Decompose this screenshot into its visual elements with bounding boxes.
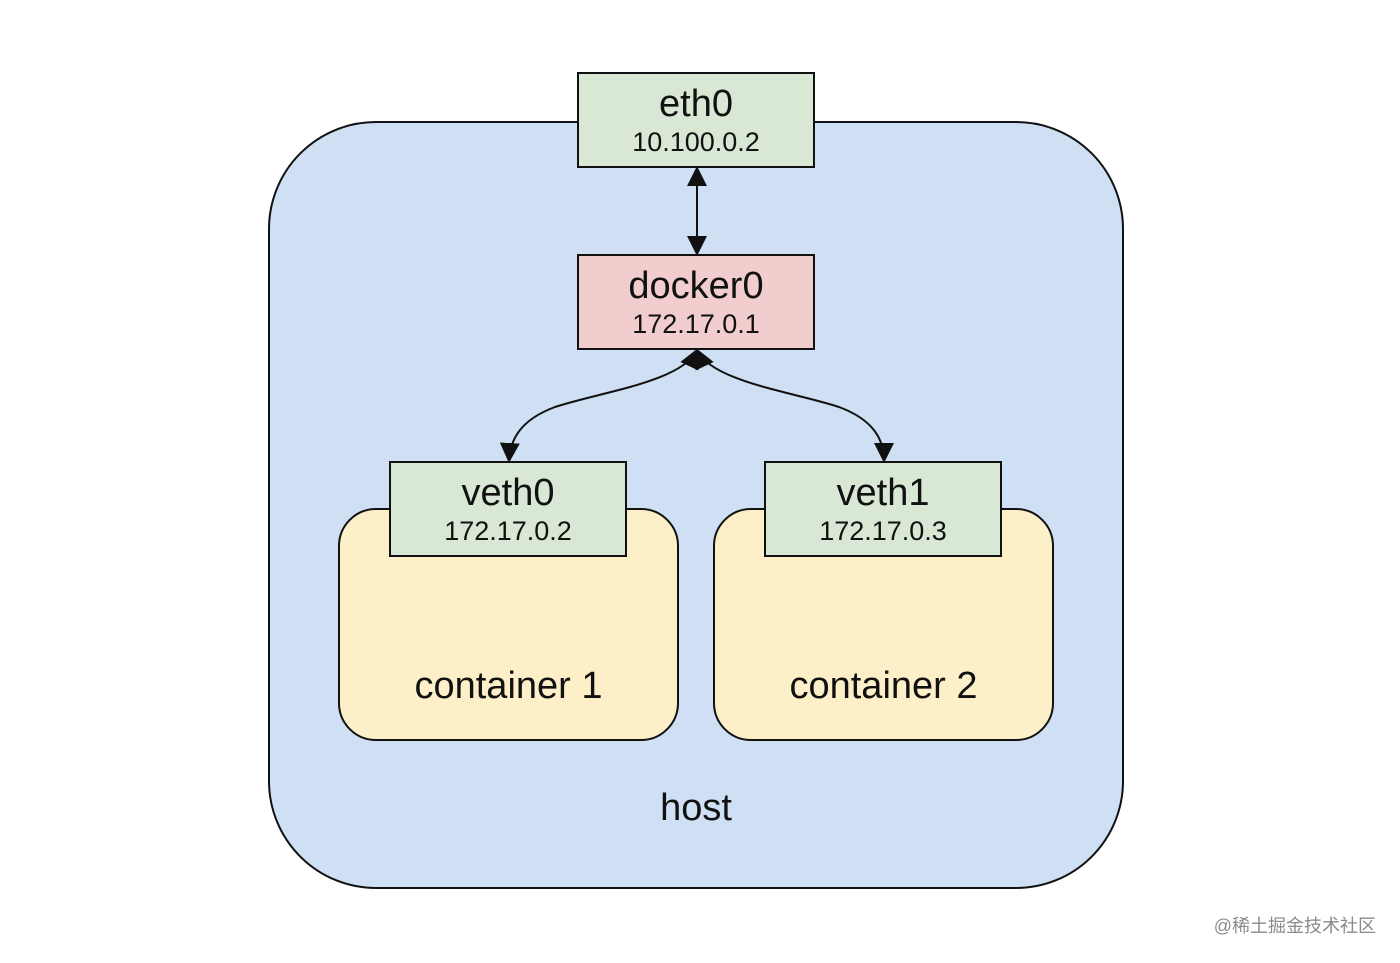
docker0-name: docker0 [628,264,764,307]
veth0-interface-box: veth0 172.17.0.2 [389,461,627,557]
eth0-ip: 10.100.0.2 [632,126,760,157]
docker0-ip: 172.17.0.1 [632,308,760,339]
eth0-name: eth0 [659,82,733,125]
docker0-interface-box: docker0 172.17.0.1 [577,254,815,350]
docker0-veth0-connector [499,348,699,463]
eth0-interface-box: eth0 10.100.0.2 [577,72,815,168]
container-2-label: container 2 [789,665,978,707]
docker0-veth1-connector [695,348,894,463]
veth0-ip: 172.17.0.2 [444,515,572,546]
container-1-label: container 1 [414,665,603,707]
veth0-name: veth0 [461,471,555,514]
host-label: host [660,787,732,829]
veth1-ip: 172.17.0.3 [819,515,947,546]
watermark-text: @稀土掘金技术社区 [1213,916,1376,936]
veth1-interface-box: veth1 172.17.0.3 [764,461,1002,557]
veth1-name: veth1 [836,471,930,514]
